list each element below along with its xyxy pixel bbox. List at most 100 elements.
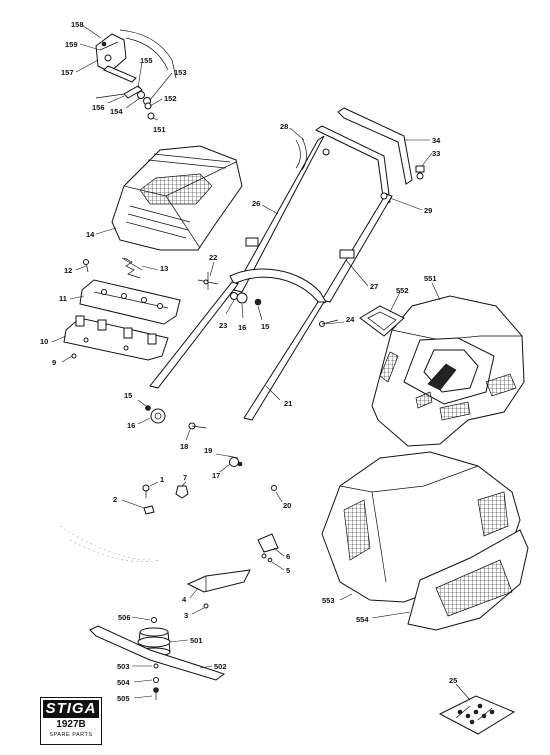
label-152: 152 — [164, 94, 177, 103]
label-18: 18 — [180, 442, 188, 451]
leader-553 — [339, 593, 353, 601]
leader-506 — [131, 616, 151, 621]
leader-18 — [185, 429, 191, 441]
leader-20 — [275, 491, 283, 503]
leader-28 — [289, 127, 305, 141]
upper-handle — [233, 107, 425, 303]
label-157: 157 — [61, 68, 74, 77]
leader-14 — [95, 227, 117, 235]
bracket-10 — [63, 315, 169, 361]
leader-554 — [371, 611, 411, 619]
leader-501 — [169, 639, 189, 643]
screw-9 — [71, 353, 77, 359]
label-4: 4 — [182, 595, 187, 604]
leader-27 — [345, 259, 369, 287]
label-553: 553 — [322, 596, 335, 605]
leader-505 — [133, 695, 153, 699]
label-501: 501 — [190, 636, 203, 645]
leader-15b — [137, 399, 147, 407]
label-9: 9 — [52, 358, 56, 367]
label-10: 10 — [40, 337, 48, 346]
label-503: 503 — [117, 662, 130, 671]
bracket-11 — [79, 279, 181, 325]
leader-15a — [257, 305, 263, 321]
leader-25 — [455, 683, 471, 701]
leader-504 — [133, 679, 153, 683]
label-17: 17 — [212, 471, 220, 480]
label-5: 5 — [286, 566, 290, 575]
hardware-bag — [438, 695, 516, 735]
leader-6 — [273, 547, 285, 557]
label-13: 13 — [160, 264, 168, 273]
brand-logo-box: STIGA 1927B SPARE PARTS — [40, 697, 102, 745]
label-33: 33 — [432, 149, 440, 158]
leader-33 — [421, 152, 433, 167]
leader-2 — [121, 499, 145, 509]
label-14: 14 — [86, 230, 95, 239]
callout-leaders-top-left — [75, 24, 173, 121]
label-505: 505 — [117, 694, 130, 703]
leader-22 — [209, 261, 215, 277]
grass-catcher — [321, 451, 529, 631]
label-502: 502 — [214, 662, 227, 671]
label-15b: 15 — [124, 391, 132, 400]
leader-5 — [271, 561, 285, 571]
label-6: 6 — [286, 552, 290, 561]
leader-502 — [199, 665, 213, 669]
label-151: 151 — [153, 125, 166, 134]
leader-10 — [51, 335, 67, 343]
label-156: 156 — [92, 103, 105, 112]
spring-and-bolt — [83, 257, 219, 290]
blade-assembly — [89, 617, 226, 700]
leader-16b — [137, 417, 151, 425]
label-554: 554 — [356, 615, 369, 624]
rear-flap-bracket — [186, 533, 279, 609]
label-25: 25 — [449, 676, 457, 685]
leader-21 — [265, 385, 281, 401]
mower-deck-housing — [359, 295, 525, 447]
label-158: 158 — [71, 20, 84, 29]
label-154: 154 — [110, 107, 123, 116]
label-16a: 16 — [238, 323, 246, 332]
leader-29 — [389, 197, 423, 211]
label-21: 21 — [284, 399, 292, 408]
label-551: 551 — [424, 274, 437, 283]
label-23: 23 — [219, 321, 227, 330]
label-22: 22 — [209, 253, 217, 262]
leader-23 — [225, 299, 235, 315]
diagram-code: 1927B — [56, 719, 86, 730]
label-26: 26 — [252, 199, 260, 208]
leader-11 — [69, 295, 85, 300]
leader-17 — [219, 463, 231, 473]
spare-parts-caption: SPARE PARTS — [49, 732, 93, 738]
label-15a: 15 — [261, 322, 269, 331]
leader-552 — [389, 291, 401, 313]
label-19: 19 — [204, 446, 212, 455]
label-27: 27 — [370, 282, 378, 291]
label-28: 28 — [280, 122, 288, 131]
label-155: 155 — [140, 56, 153, 65]
leader-9 — [61, 355, 73, 363]
leader-4 — [189, 587, 199, 599]
label-7: 7 — [183, 473, 187, 482]
label-24: 24 — [346, 315, 355, 324]
leader-26 — [261, 204, 279, 215]
leader-3 — [191, 607, 205, 615]
label-29: 29 — [424, 206, 432, 215]
label-34: 34 — [432, 136, 441, 145]
engine-cover — [111, 145, 243, 251]
label-20: 20 — [283, 501, 291, 510]
leader-1 — [149, 481, 159, 487]
leader-13 — [141, 265, 159, 271]
height-adjuster-assembly — [95, 29, 177, 120]
brand-logo: STIGA — [43, 700, 99, 718]
label-552: 552 — [396, 286, 409, 295]
label-153: 153 — [174, 68, 187, 77]
label-2: 2 — [113, 495, 117, 504]
wheel-fittings — [145, 405, 243, 467]
lower-handle — [149, 268, 339, 421]
deck-outline-hint — [59, 525, 161, 563]
label-3: 3 — [184, 611, 188, 620]
label-1: 1 — [160, 475, 164, 484]
